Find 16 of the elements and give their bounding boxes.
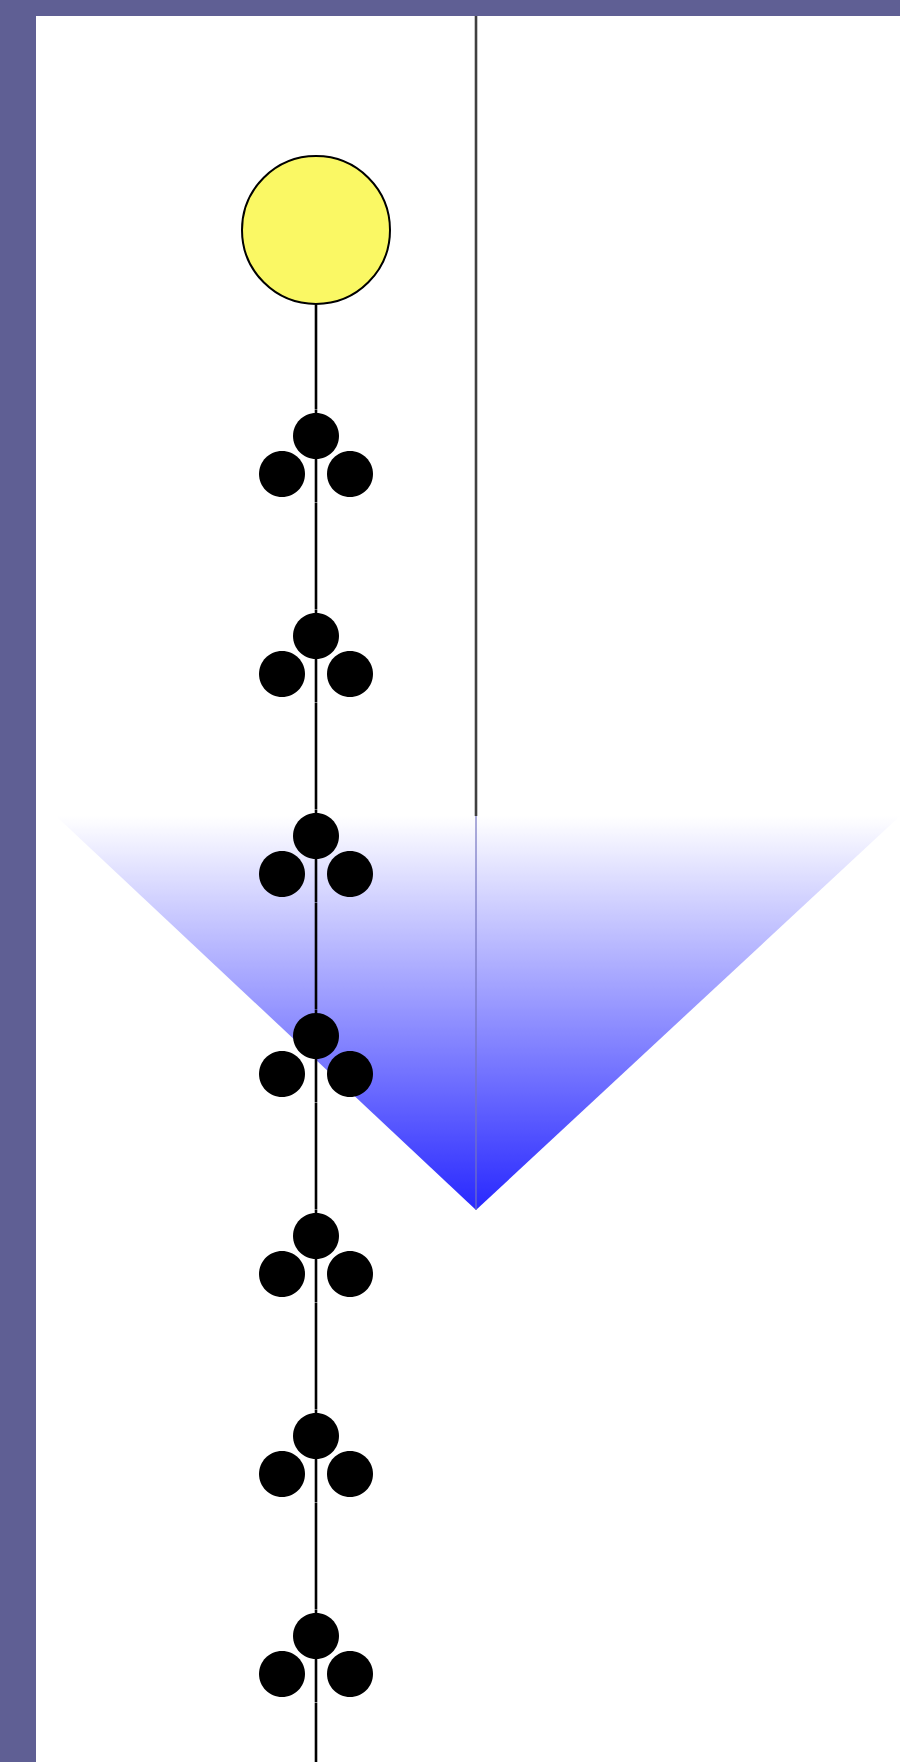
circle [241,155,391,305]
dot-cluster [259,1210,373,1302]
connector-line [314,1102,318,1210]
connector-line [314,1302,318,1410]
dot-cluster [259,610,373,702]
connector-line [314,902,318,1010]
connector-line [314,702,318,810]
connector-line [314,502,318,610]
dot-cluster [259,1410,373,1502]
connector-line [314,1702,318,1762]
connector-line [314,305,318,410]
dot-cluster [259,1610,373,1702]
dot-cluster [259,1010,373,1102]
dot-cluster [259,810,373,902]
connector-line [314,1502,318,1610]
dot-cluster [259,410,373,502]
